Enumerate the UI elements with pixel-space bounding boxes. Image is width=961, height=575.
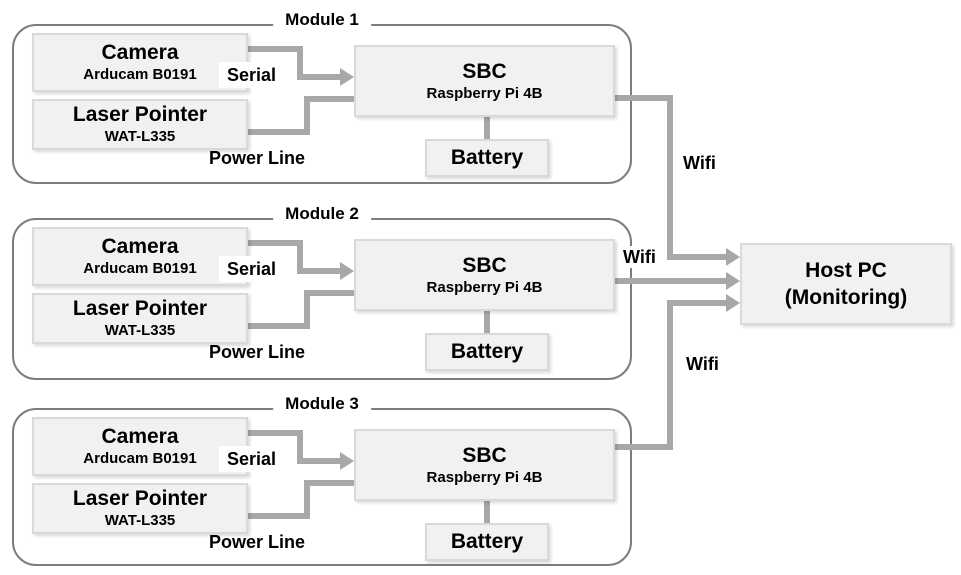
laser-pointer-model-label: WAT-L335	[104, 322, 176, 339]
serial-label: Serial	[219, 446, 285, 472]
power-line-label: Power Line	[209, 148, 306, 168]
serial-arrowhead-icon	[340, 68, 354, 86]
serial-connector-segment	[297, 268, 340, 274]
camera-box: Camera Arducam B0191	[32, 227, 248, 286]
camera-model-label: Arducam B0191	[83, 450, 197, 467]
laser-pointer-model-label: WAT-L335	[104, 512, 176, 529]
laser-pointer-label: Laser Pointer	[72, 103, 208, 126]
host-pc-label: Host PC	[805, 259, 887, 282]
laser-pointer-label: Laser Pointer	[72, 297, 208, 320]
battery-connector	[484, 311, 490, 333]
camera-label: Camera	[101, 425, 179, 448]
module-1-title: Module 1	[273, 9, 371, 31]
power-line-connector-segment	[304, 480, 310, 519]
sbc-box: SBC Raspberry Pi 4B	[354, 239, 615, 311]
battery-label: Battery	[450, 530, 524, 553]
wifi-label-module-3: Wifi	[686, 354, 719, 374]
sbc-model-label: Raspberry Pi 4B	[426, 278, 543, 296]
serial-label: Serial	[219, 62, 285, 88]
host-pc-subtitle: (Monitoring)	[784, 286, 908, 309]
sbc-label: SBC	[462, 443, 507, 467]
power-line-connector-segment	[242, 513, 310, 519]
battery-connector	[484, 117, 490, 139]
laser-pointer-box: Laser Pointer WAT-L335	[32, 99, 248, 150]
host-pc-box: Host PC (Monitoring)	[740, 243, 952, 325]
wifi-label-module-1: Wifi	[683, 153, 716, 173]
module-3-frame: Module 3 Camera Arducam B0191 Laser Poin…	[12, 393, 632, 566]
power-line-connector-segment	[304, 96, 310, 135]
laser-pointer-model-label: WAT-L335	[104, 128, 176, 145]
sbc-box: SBC Raspberry Pi 4B	[354, 45, 615, 117]
power-line-connector-segment	[242, 323, 310, 329]
camera-label: Camera	[101, 41, 179, 64]
power-line-connector-segment	[304, 480, 354, 486]
sbc-label: SBC	[462, 59, 507, 83]
serial-connector-segment	[297, 458, 340, 464]
serial-connector-segment	[297, 430, 303, 464]
module-1-frame: Module 1 Camera Arducam B0191 Laser Poin…	[12, 9, 632, 184]
battery-box: Battery	[425, 523, 549, 561]
serial-label: Serial	[219, 256, 285, 282]
serial-connector-segment	[297, 74, 340, 80]
wifi-arrowhead-icon	[726, 272, 740, 290]
sbc-model-label: Raspberry Pi 4B	[426, 84, 543, 102]
sbc-box: SBC Raspberry Pi 4B	[354, 429, 615, 501]
camera-label: Camera	[101, 235, 179, 258]
serial-connector-segment	[244, 430, 303, 436]
power-line-connector-segment	[304, 96, 354, 102]
power-line-connector-segment	[304, 290, 310, 329]
laser-pointer-box: Laser Pointer WAT-L335	[32, 483, 248, 534]
wifi-arrowhead-icon	[726, 248, 740, 266]
power-line-connector-segment	[304, 290, 354, 296]
power-line-label: Power Line	[209, 532, 306, 552]
camera-model-label: Arducam B0191	[83, 260, 197, 277]
camera-model-label: Arducam B0191	[83, 66, 197, 83]
laser-pointer-label: Laser Pointer	[72, 487, 208, 510]
camera-box: Camera Arducam B0191	[32, 417, 248, 476]
serial-connector-segment	[297, 46, 303, 80]
sbc-label: SBC	[462, 253, 507, 277]
module-2-title: Module 2	[273, 203, 371, 225]
wifi-connector-module-1-segment	[667, 254, 726, 260]
serial-connector-segment	[244, 240, 303, 246]
serial-connector-segment	[297, 240, 303, 274]
serial-arrowhead-icon	[340, 452, 354, 470]
battery-box: Battery	[425, 139, 549, 177]
battery-label: Battery	[450, 146, 524, 169]
serial-arrowhead-icon	[340, 262, 354, 280]
power-line-connector-segment	[242, 129, 310, 135]
wifi-label-module-2: Wifi	[618, 246, 661, 268]
battery-connector	[484, 501, 490, 523]
wifi-connector-module-3-segment	[667, 300, 673, 450]
serial-connector-segment	[244, 46, 303, 52]
laser-pointer-box: Laser Pointer WAT-L335	[32, 293, 248, 344]
power-line-label: Power Line	[209, 342, 306, 362]
wifi-connector-module-2-segment	[615, 278, 726, 284]
wifi-connector-module-3-segment	[667, 300, 726, 306]
module-3-title: Module 3	[273, 393, 371, 415]
wifi-arrowhead-icon	[726, 294, 740, 312]
module-2-frame: Module 2 Camera Arducam B0191 Laser Poin…	[12, 203, 632, 380]
sbc-model-label: Raspberry Pi 4B	[426, 468, 543, 486]
battery-label: Battery	[450, 340, 524, 363]
wifi-connector-module-3-segment	[615, 444, 669, 450]
wifi-connector-module-1-segment	[615, 95, 669, 101]
battery-box: Battery	[425, 333, 549, 371]
camera-box: Camera Arducam B0191	[32, 33, 248, 92]
wifi-connector-module-1-segment	[667, 95, 673, 260]
